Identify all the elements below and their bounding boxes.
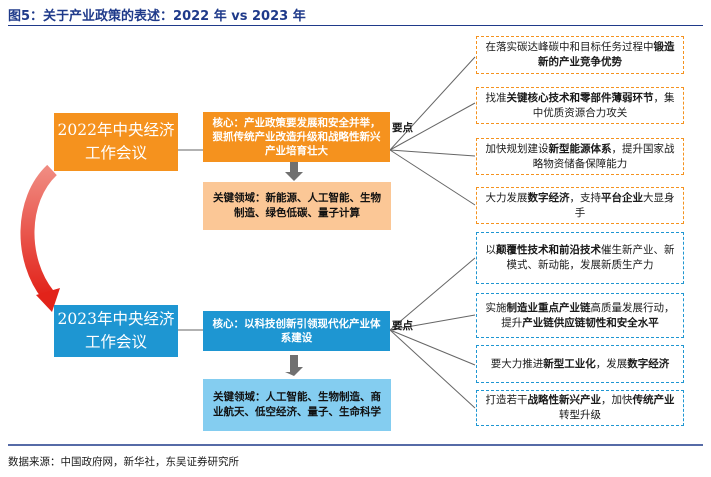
point-text-bold: 颠覆性技术和前沿技术 [496, 244, 601, 256]
point-text: 要大力推进新型工业化，发展数字经济 [491, 357, 670, 372]
point-text-normal: 打造若干 [485, 394, 528, 406]
point-text-normal: 找准 [485, 91, 507, 104]
point-2022-3: 加快规划建设新型能源体系，提升国家战略物资储备保障能力 [476, 138, 684, 175]
point-2023-4: 打造若干战略性新兴产业，加快传统产业转型升级 [476, 390, 684, 426]
figure-title: 图5：关于产业政策的表述：2022 年 vs 2023 年 [8, 9, 306, 24]
point-text-normal: 转型升级 [559, 409, 601, 421]
point-text-bold: 锻造新的产业竞争优势 [538, 41, 675, 68]
connector-2022-p2 [389, 102, 476, 151]
connector-2023-p2 [389, 314, 476, 331]
point-text-normal: 以 [485, 244, 497, 256]
point-2022-4: 大力发展数字经济，支持平台企业大显身手 [476, 187, 684, 224]
point-text-bold: 关键核心技术和零部件薄弱环节 [506, 91, 654, 104]
connector-2022-p3 [389, 149, 476, 157]
point-text-bold: 传统产业 [632, 394, 675, 406]
point-text-normal: 加快规划建设 [485, 142, 549, 155]
curved-red-arrow [20, 164, 58, 300]
down-arrow-2022 [285, 160, 303, 181]
year-2022-box: 2022年中央经济工作会议 [54, 113, 178, 171]
point-text-normal: 大力发展 [485, 191, 528, 204]
connector-2022-p1 [389, 56, 476, 151]
point-text-bold: 数字经济 [527, 191, 570, 204]
point-text: 大力发展数字经济，支持平台企业大显身手 [485, 191, 675, 221]
point-text-normal: ，提升国家战略物资储备保障能力 [532, 142, 675, 170]
point-text-bold: 新型能源体系 [548, 142, 612, 155]
core-2023-box: 核心：以科技创新引领现代化产业体系建设 [203, 311, 390, 351]
point-text: 实施制造业重点产业链高质量发展行动，提升产业链供应链韧性和安全水平 [485, 301, 675, 331]
down-arrow-2023 [285, 355, 303, 376]
point-text-bold: 制造业重点产业链 [506, 301, 591, 314]
point-text-bold: 平台企业 [601, 191, 643, 204]
core-2022-box: 核心：产业政策要发展和安全并举，狠抓传统产业改造升级和战略性新兴产业培育壮大 [203, 112, 390, 162]
point-text-normal: ，发展 [595, 357, 628, 370]
key-fields-2022-box: 关键领域：新能源、人工智能、生物制造、绿色低碳、量子计算 [203, 182, 391, 230]
connector-2022-p4 [389, 149, 476, 206]
point-2023-1: 以颠覆性技术和前沿技术催生新产业、新模式、新动能，发展新质生产力 [476, 232, 684, 284]
point-text-bold: 数字经济 [627, 357, 670, 370]
title-rule [8, 25, 703, 26]
point-text-normal: 催生新产业、新模式、新动能，发展新质生产力 [506, 244, 675, 271]
point-text: 加快规划建设新型能源体系，提升国家战略物资储备保障能力 [485, 142, 675, 172]
point-text: 在落实碳达峰碳中和目标任务过程中锻造新的产业竞争优势 [485, 40, 675, 70]
point-2023-3: 要大力推进新型工业化，发展数字经济 [476, 345, 684, 383]
point-text-bold: 战略性新兴产业 [527, 394, 602, 406]
key-fields-2023-box: 关键领域：人工智能、生物制造、商业航天、低空经济、量子、生命科学 [203, 379, 391, 431]
point-text-normal: 要大力推进 [490, 357, 544, 370]
points-label-2023: 要点 [392, 320, 413, 332]
source-note: 数据来源：中国政府网，新华社，东吴证券研究所 [8, 456, 239, 468]
point-text-normal: ，集中优质资源合力攻关 [532, 91, 675, 119]
point-text-normal: 高质量发展行动，提升 [501, 301, 675, 329]
point-text: 找准关键核心技术和零部件薄弱环节，集中优质资源合力攻关 [485, 91, 675, 121]
point-text: 打造若干战略性新兴产业，加快传统产业转型升级 [485, 393, 675, 423]
point-text: 以颠覆性技术和前沿技术催生新产业、新模式、新动能，发展新质生产力 [485, 243, 675, 273]
point-text-bold: 产业链供应链韧性和安全水平 [522, 316, 659, 329]
point-2022-2: 找准关键核心技术和零部件薄弱环节，集中优质资源合力攻关 [476, 87, 684, 124]
point-text-normal: 实施 [485, 301, 507, 314]
point-text-bold: 新型工业化 [543, 357, 596, 370]
point-text-normal: ，支持 [569, 191, 602, 204]
points-label-2022: 要点 [392, 122, 413, 134]
point-2023-2: 实施制造业重点产业链高质量发展行动，提升产业链供应链韧性和安全水平 [476, 293, 684, 338]
year-2023-box: 2023年中央经济工作会议 [54, 305, 178, 357]
point-text-normal: ，加快 [601, 394, 633, 406]
connector-2023-p1 [389, 257, 476, 331]
connector-2023-p4 [389, 329, 476, 409]
connector-2023-p3 [389, 329, 476, 366]
point-2022-1: 在落实碳达峰碳中和目标任务过程中锻造新的产业竞争优势 [476, 36, 684, 74]
point-text-normal: 大显身手 [574, 191, 675, 219]
point-text-normal: 在落实碳达峰碳中和目标任务过程中 [485, 41, 654, 53]
